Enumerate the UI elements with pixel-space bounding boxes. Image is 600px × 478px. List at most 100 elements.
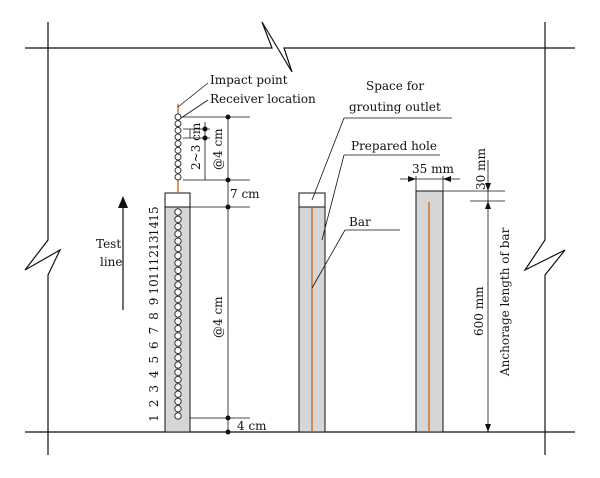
frame-left-edge — [24, 22, 62, 455]
dim-30mm-label: 30 mm — [474, 148, 488, 190]
anchor-arrow-bottom — [485, 424, 491, 432]
anchored-bar-column: 35 mm 30 mm 600 mm Anchorage length of b… — [400, 148, 512, 433]
receiver-ring — [174, 166, 182, 174]
receiver-ring — [174, 173, 182, 181]
top-sensor-chain — [174, 82, 209, 193]
width-arrow-left — [408, 176, 416, 182]
dim-7cm-label: 7 cm — [230, 187, 260, 201]
anchorage-length-label: Anchorage length of bar — [498, 227, 512, 377]
frame-top-edge-left — [25, 21, 575, 73]
test-point-number: 12 — [147, 250, 161, 265]
sensor-ring — [174, 310, 182, 318]
test-point-number: 8 — [147, 312, 161, 320]
prepared-hole-leader — [321, 154, 345, 241]
sensor-ring — [174, 288, 182, 296]
receiver-ring — [174, 160, 182, 168]
sensor-ring — [174, 324, 182, 333]
impact-point-label: Impact point — [210, 73, 288, 87]
receiver-ring — [174, 133, 182, 141]
top-dim-arrow-down — [485, 183, 491, 191]
frame-right-edge — [523, 22, 566, 455]
bar-label: Bar — [349, 215, 371, 229]
test-point-number: 14 — [147, 221, 161, 237]
test-point-number: 15 — [147, 206, 161, 221]
receiver-ring — [174, 140, 182, 148]
sensor-ring — [174, 237, 182, 245]
sensor-ring — [174, 361, 182, 369]
receiver-ring — [174, 120, 182, 128]
test-line-label-1: Test — [96, 237, 121, 251]
hole-column: Space for grouting outlet Prepared hole … — [298, 79, 452, 433]
test-point-number: 10 — [147, 279, 161, 294]
spacing-at4-top-label: @4 cm — [211, 128, 225, 170]
sensor-ring — [174, 405, 182, 413]
test-column-cap — [164, 192, 191, 208]
spacing-at4-main-label: @4 cm — [211, 296, 225, 338]
dim-node-1 — [225, 114, 231, 120]
test-point-number: 9 — [147, 298, 161, 306]
sensor-ring — [174, 222, 182, 231]
width-arrow-right — [443, 176, 451, 182]
sensor-ring — [174, 317, 182, 325]
sensor-ring — [174, 397, 182, 406]
impact-point-leader — [177, 82, 209, 108]
sensor-ring — [174, 215, 182, 223]
test-line-indicator: Test line — [96, 196, 128, 310]
test-point-number: 4 — [147, 370, 161, 378]
test-point-number: 13 — [147, 236, 161, 251]
test-point-number: 6 — [147, 341, 161, 349]
bar-leader — [311, 229, 346, 289]
sensor-ring — [174, 281, 182, 289]
sensor-ring — [174, 252, 182, 260]
sensor-ring — [174, 383, 182, 391]
spacing-2to3-label: 2~3 cm — [189, 122, 203, 170]
sensor-ring — [174, 208, 182, 216]
sensor-ring — [174, 273, 182, 282]
dim-node-4 — [225, 415, 231, 421]
space-label-1: Space for — [366, 79, 424, 93]
receiver-ring — [174, 113, 182, 121]
test-point-number: 11 — [147, 265, 161, 280]
top-receiver-rings — [174, 113, 182, 181]
test-point-number: 2 — [147, 400, 161, 408]
space-leader — [311, 117, 345, 201]
test-point-number: 5 — [147, 356, 161, 364]
test-line-label-2: line — [100, 255, 123, 269]
sensor-ring — [174, 230, 182, 238]
sensor-ring — [174, 354, 182, 362]
receiver-ring — [174, 153, 182, 161]
test-point-number: 3 — [147, 385, 161, 393]
sensor-ring — [174, 390, 182, 398]
receiver-ring — [174, 126, 182, 134]
column1-dimensions: 2~3 cm @4 cm 7 cm @4 cm 4 cm — [183, 114, 267, 435]
sensor-ring — [174, 346, 182, 355]
sensor-ring — [174, 295, 182, 304]
outer-frame — [24, 21, 575, 455]
test-line-arrowhead — [118, 196, 128, 208]
dim-4cm-label: 4 cm — [237, 419, 267, 433]
sensor-ring — [174, 259, 182, 267]
receiver-location-leader — [180, 99, 209, 119]
dim-node-2 — [225, 177, 231, 183]
sensor-ring — [174, 244, 182, 253]
receiver-ring — [174, 146, 182, 154]
sensor-rings — [174, 208, 182, 420]
dim-600mm-label: 600 mm — [472, 286, 486, 336]
sensor-ring — [174, 332, 182, 340]
sensor-ring — [174, 412, 182, 420]
sensor-ring — [174, 266, 182, 274]
sensor-ring — [174, 375, 182, 384]
space-label-2: grouting outlet — [349, 100, 441, 114]
test-point-number: 1 — [147, 414, 161, 422]
sensor-ring — [174, 368, 182, 376]
dim-35mm-label: 35 mm — [412, 162, 454, 176]
sensor-ring — [174, 303, 182, 311]
dim-node-3 — [225, 204, 231, 210]
prepared-hole-label: Prepared hole — [351, 139, 437, 153]
dim-node-5 — [225, 429, 231, 435]
sensor-ring — [174, 339, 182, 347]
